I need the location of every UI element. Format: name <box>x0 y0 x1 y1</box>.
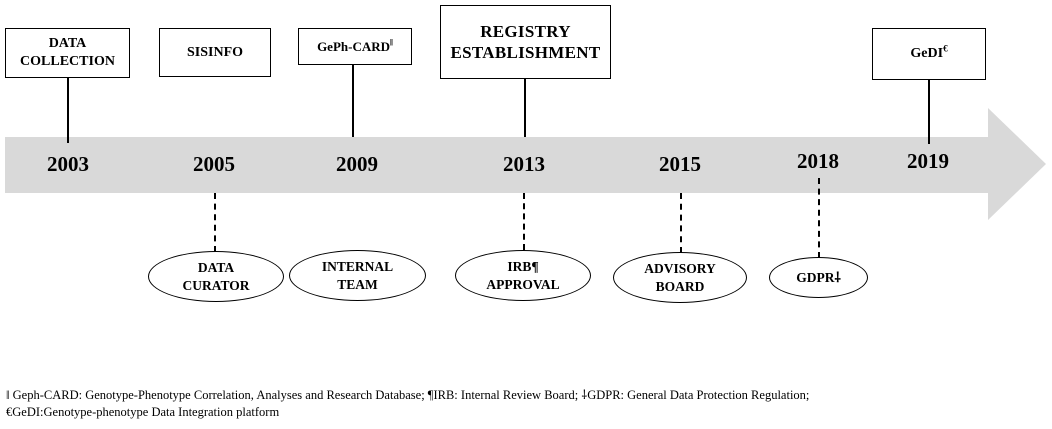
event-oval-irb-approval: IRB¶APPROVAL <box>455 250 591 301</box>
event-box-sisinfo: SISINFO <box>159 28 271 77</box>
arrow-shape <box>5 108 1046 220</box>
connector-2009 <box>352 63 354 137</box>
year-label: 2005 <box>193 152 235 176</box>
dash-2018 <box>818 178 820 258</box>
event-oval-gdpr: GDPR⸸ <box>769 257 868 298</box>
year-label: 2009 <box>336 152 378 176</box>
connector-2019 <box>928 79 930 144</box>
year-label: 2003 <box>47 152 89 176</box>
footnote-line-2: €GeDI:Genotype-phenotype Data Integratio… <box>6 405 280 419</box>
event-box-gedi: GeDI€ <box>872 28 986 80</box>
year-label: 2019 <box>907 149 949 173</box>
connector-2003 <box>67 77 69 143</box>
footnote-line-1: ǁ Geph-CARD: Genotype-Phenotype Correlat… <box>6 388 810 402</box>
dash-2015 <box>680 193 682 253</box>
dash-2005 <box>214 193 216 252</box>
year-label: 2018 <box>797 149 839 173</box>
event-box-geph-card: GePh-CARDǁ <box>298 28 412 65</box>
year-label: 2015 <box>659 152 701 176</box>
connector-2013 <box>524 78 526 137</box>
footnote: ǁ Geph-CARD: Genotype-Phenotype Correlat… <box>6 387 1046 421</box>
year-label: 2013 <box>503 152 545 176</box>
dash-2013 <box>523 193 525 250</box>
